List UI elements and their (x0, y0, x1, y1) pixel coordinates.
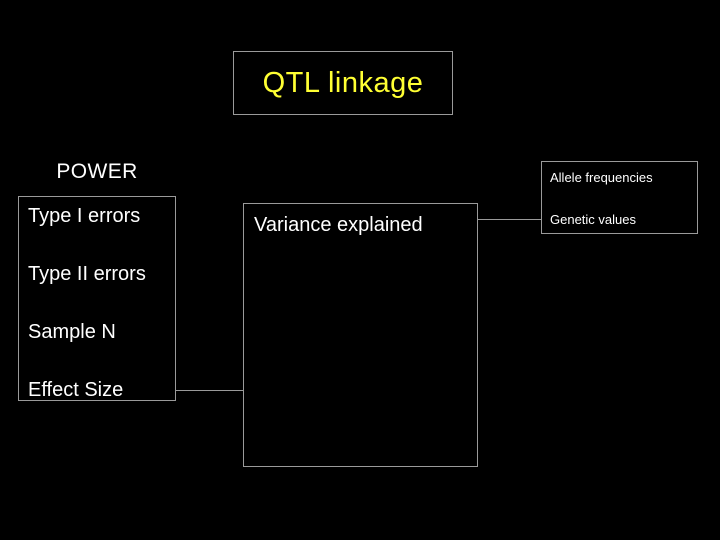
power-item-effect-size: Effect Size (28, 379, 124, 401)
power-box: Type I errors Type II errors Sample N Ef… (18, 196, 176, 401)
page-title: QTL linkage (262, 66, 424, 99)
genetics-box: Allele frequencies Genetic values (541, 161, 698, 234)
power-item-sample-n: Sample N (28, 321, 116, 343)
variance-box: Variance explained (243, 203, 478, 467)
variance-item-variance-explained: Variance explained (254, 214, 423, 236)
connector-power-to-variance (176, 390, 244, 391)
power-item-type-ii-errors: Type II errors (28, 263, 146, 285)
title-box: QTL linkage (233, 51, 453, 115)
power-group-caption: POWER (56, 160, 138, 183)
connector-variance-to-genetics (477, 219, 542, 220)
genetics-item-allele-frequencies: Allele frequencies (550, 170, 653, 185)
genetics-item-genetic-values: Genetic values (550, 212, 636, 227)
power-item-type-i-errors: Type I errors (28, 205, 141, 227)
